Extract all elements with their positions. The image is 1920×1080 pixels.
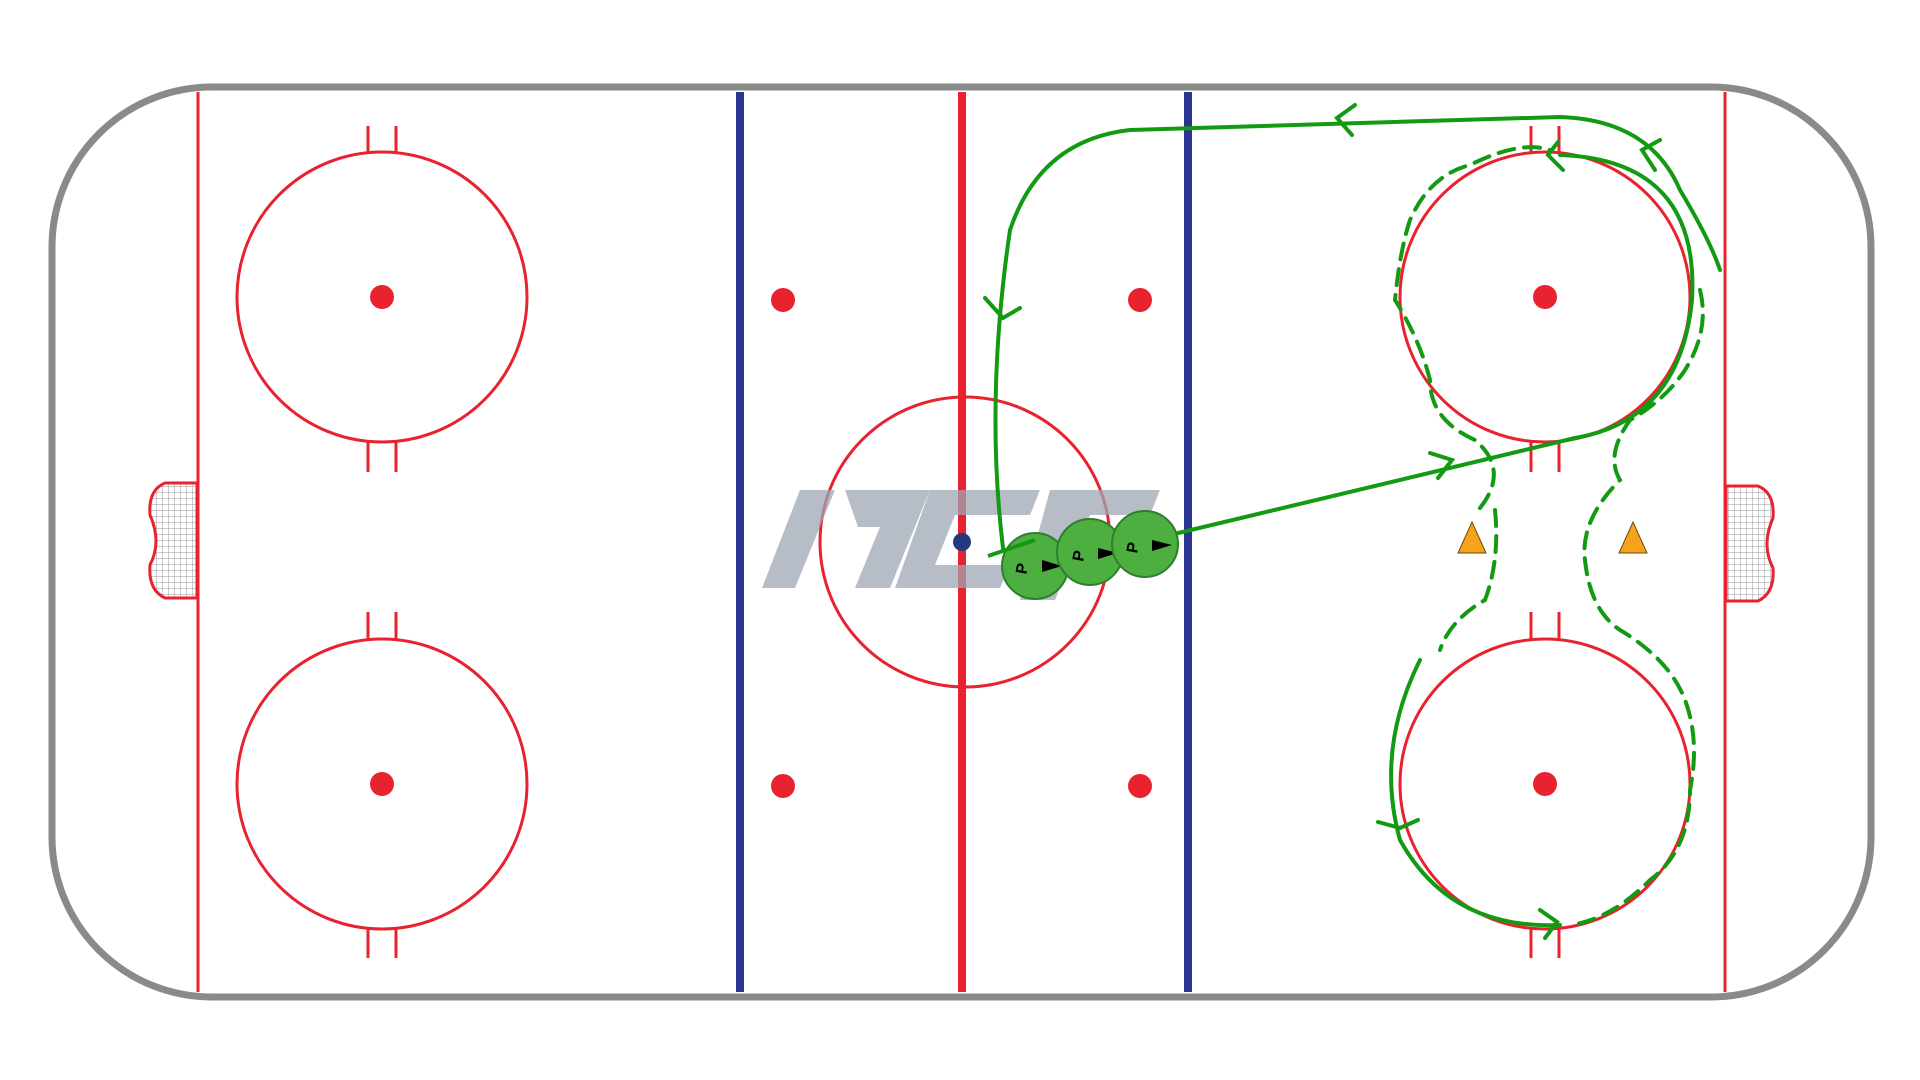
- player-marker: P: [1111, 510, 1179, 578]
- players-group: P P P: [987, 510, 1179, 600]
- svg-text:P: P: [1013, 562, 1032, 576]
- svg-text:P: P: [1070, 549, 1089, 563]
- left-top-faceoff-circle: [235, 126, 529, 472]
- neutral-dot-bottom-right: [1128, 774, 1152, 798]
- left-bottom-faceoff-circle: [235, 612, 529, 958]
- skating-path: [993, 114, 1722, 928]
- cone-icon: [1457, 520, 1487, 554]
- right-goal-net: [1724, 484, 1775, 603]
- neutral-dot-top-right: [1128, 288, 1152, 312]
- neutral-dot-bottom-left: [771, 774, 795, 798]
- left-goal-net: [148, 481, 199, 600]
- puck: [953, 533, 971, 551]
- right-top-faceoff-circle: [1398, 126, 1692, 472]
- neutral-dot-top-left: [771, 288, 795, 312]
- path-arrows: [983, 103, 1662, 940]
- svg-text:P: P: [1124, 541, 1143, 555]
- puck-carry-path: [1392, 145, 1705, 927]
- cone-icon: [1618, 520, 1648, 554]
